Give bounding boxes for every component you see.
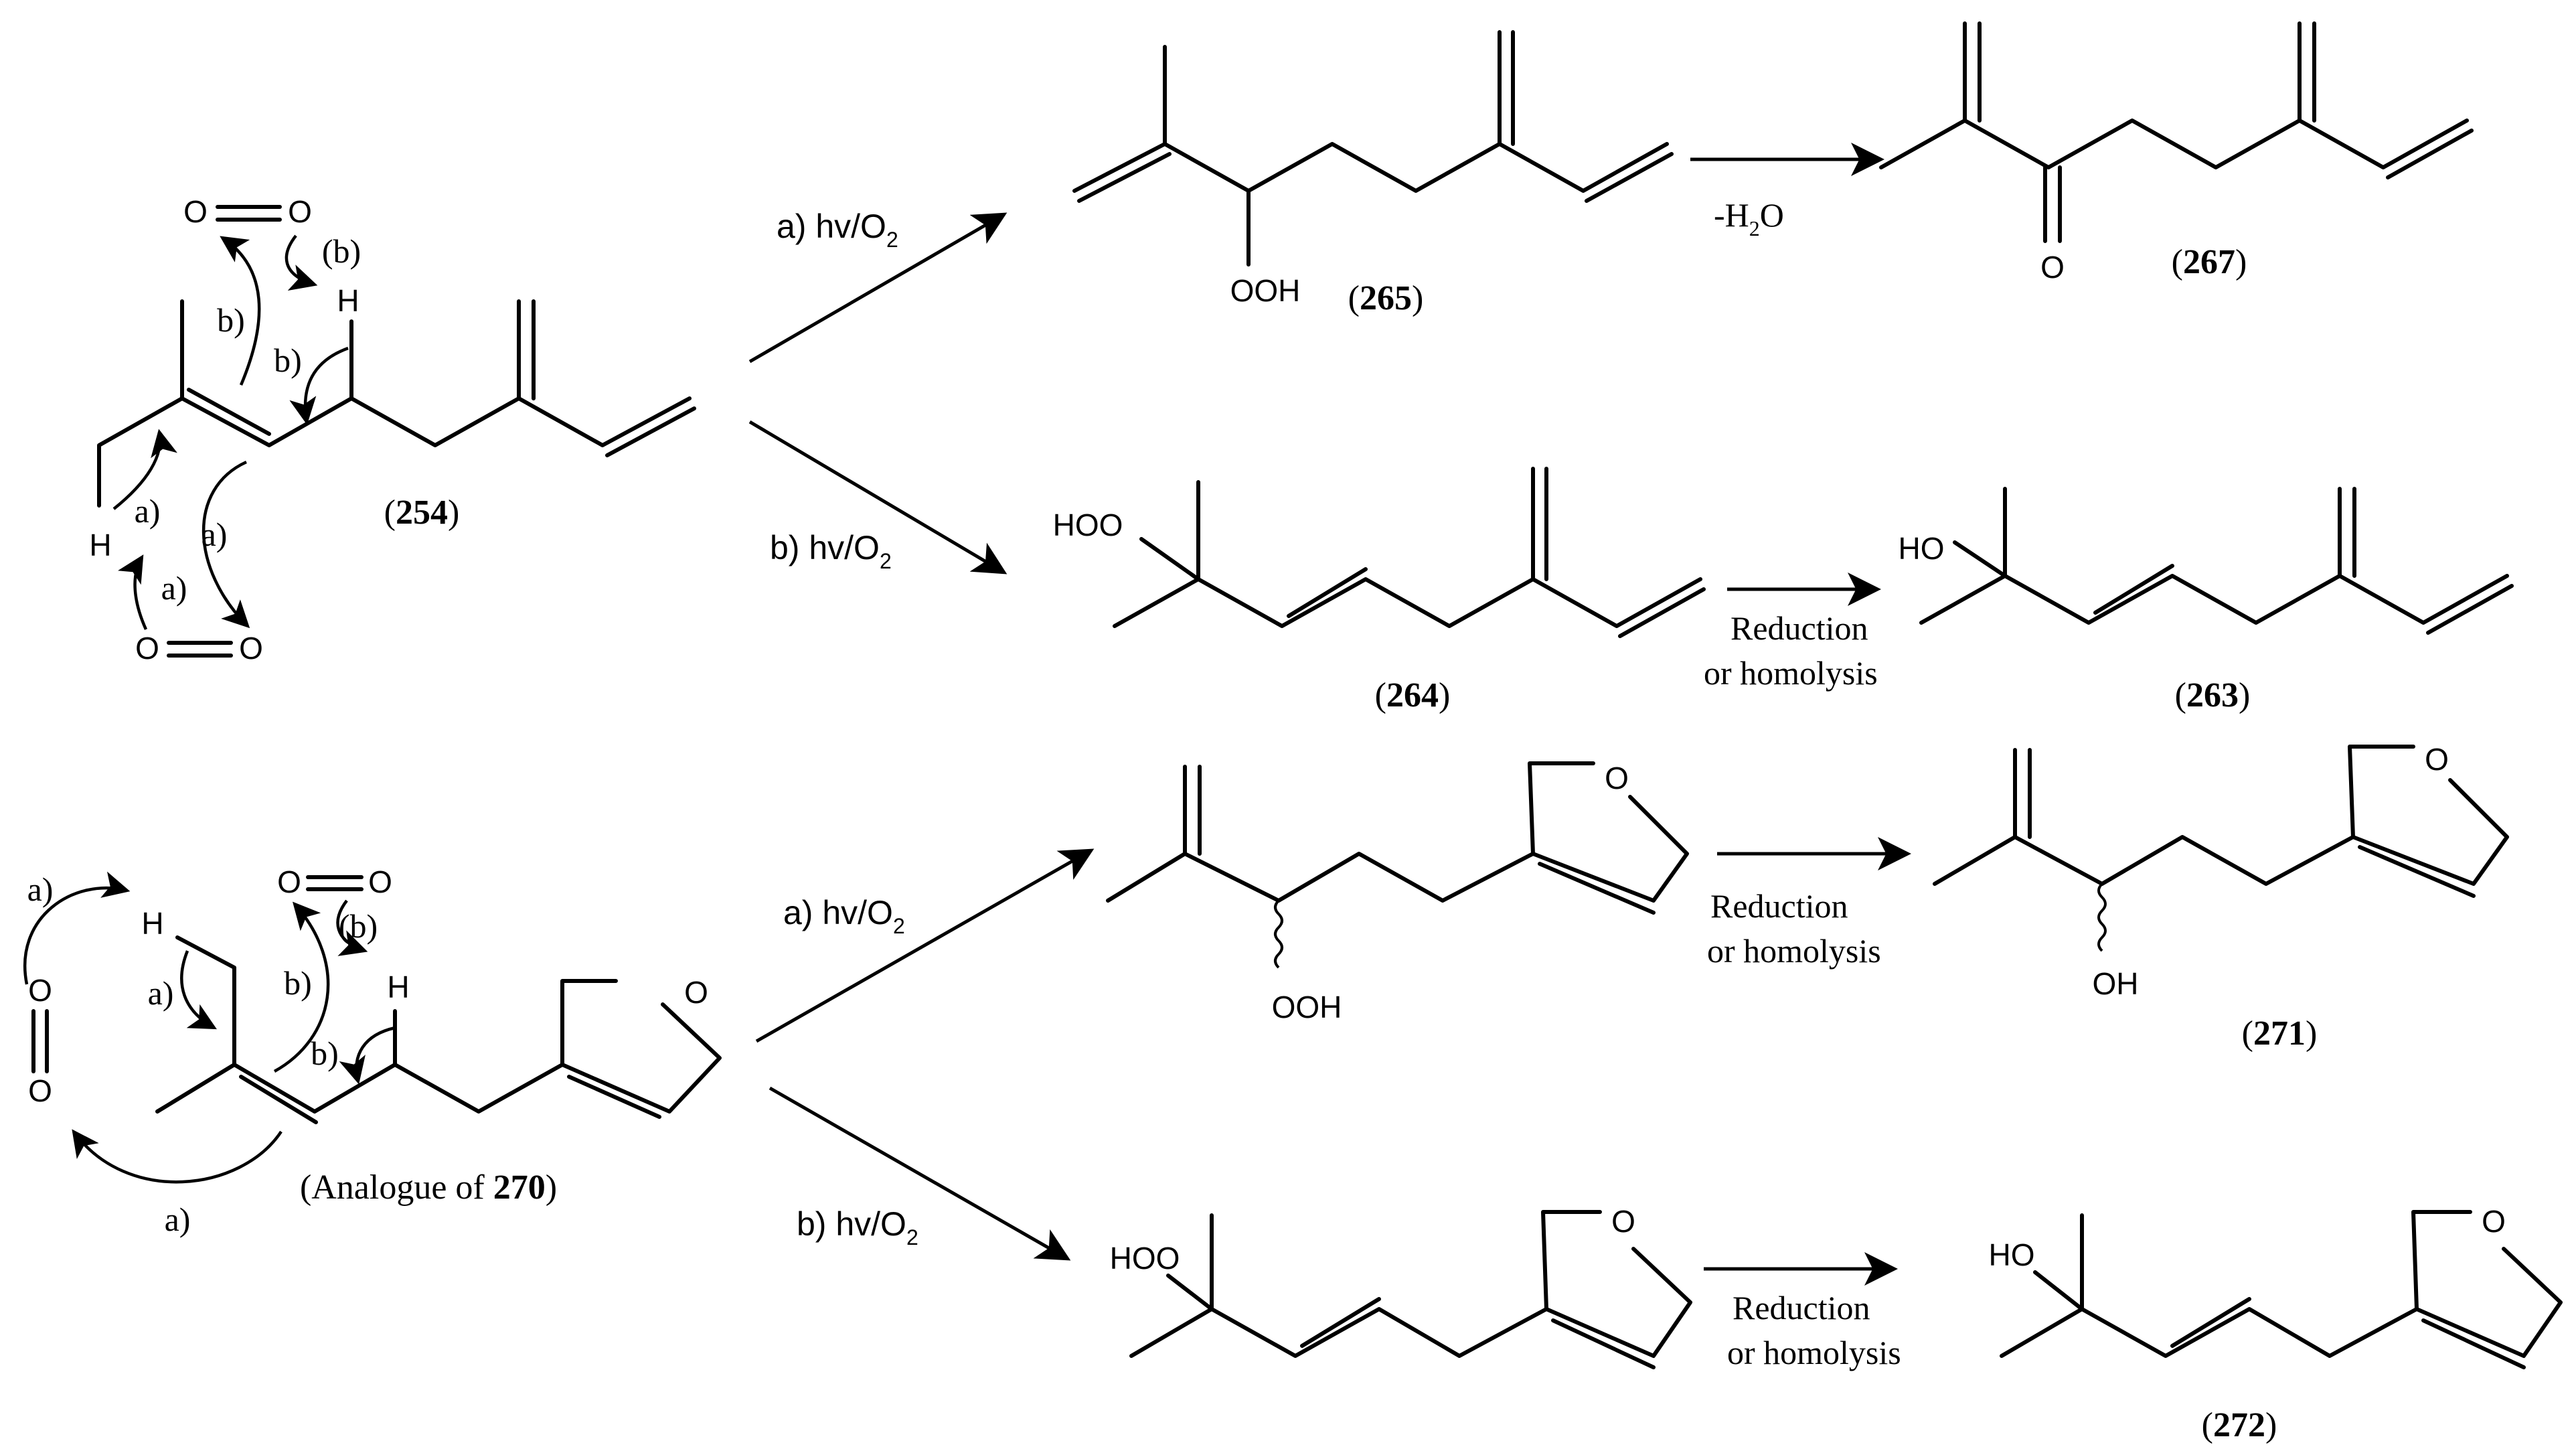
furan-o-271: O xyxy=(2425,742,2449,777)
structure-analogue-270: O H H O O O O a) a) b) (b) b) a) (Analog… xyxy=(23,864,722,1238)
skeleton-272 xyxy=(2000,1210,2563,1369)
compound-label-272: (272) xyxy=(2202,1406,2277,1444)
hydrogen-top-254: H xyxy=(337,283,359,318)
arrow-254-to-264 xyxy=(748,420,1008,575)
svg-text:(b): (b) xyxy=(322,232,361,270)
condition-homolysis-3: or homolysis xyxy=(1727,1334,1901,1371)
structure-hydroperoxide-a: OOH O xyxy=(1106,761,1689,1024)
svg-text:a): a) xyxy=(202,516,228,553)
arrow-270-to-hydroperoxide-b xyxy=(769,1086,1071,1261)
furan-o-hydroperoxide-a: O xyxy=(1605,761,1629,795)
curly-arrow-a1 xyxy=(112,429,177,510)
dioxygen-top-analogue-270: O O xyxy=(277,864,392,899)
condition-b-top: b) hv/O2 xyxy=(770,529,892,573)
arrow-254-to-265 xyxy=(748,212,1008,364)
svg-text:a): a) xyxy=(27,870,54,908)
compound-label-263: (263) xyxy=(2175,676,2251,714)
svg-text:b): b) xyxy=(274,341,302,379)
condition-reduction-2: Reduction xyxy=(1710,887,1848,925)
structure-263: HO (263) xyxy=(1899,487,2514,714)
compound-label-254: (254) xyxy=(384,493,460,532)
svg-text:a): a) xyxy=(165,1201,191,1238)
svg-text:O: O xyxy=(28,973,52,1008)
curly-arrow-a-bottom xyxy=(72,1129,283,1184)
curly-arrow-a3 xyxy=(118,554,148,630)
compound-label-267: (267) xyxy=(2172,243,2247,281)
svg-text:O: O xyxy=(368,864,392,899)
structure-267: O (267) xyxy=(1879,21,2474,285)
oh-271: OH xyxy=(2093,966,2139,1001)
hoo-264: HOO xyxy=(1053,508,1123,542)
condition-homolysis-1: or homolysis xyxy=(1704,654,1878,692)
condition-minus-h2o: -H2O xyxy=(1714,196,1784,240)
curly-arrow-a-h xyxy=(180,950,217,1030)
structure-265: OOH (265) xyxy=(1072,30,1674,317)
compound-label-264: (264) xyxy=(1375,676,1451,714)
skeleton-254 xyxy=(97,299,696,508)
skeleton-hydroperoxide-a xyxy=(1106,761,1689,915)
hydrogen-top-analogue-270: H xyxy=(387,970,409,1004)
dioxygen-left-analogue-270: O O xyxy=(28,973,52,1108)
condition-a-bottom: a) hv/O2 xyxy=(783,894,905,938)
structure-hydroperoxide-b: HOO O xyxy=(1110,1204,1692,1369)
ooh-hydroperoxide-a: OOH xyxy=(1272,990,1342,1024)
furan-o-analogue-270: O xyxy=(684,975,708,1010)
curly-arrow-b1 xyxy=(220,236,261,386)
svg-text:a): a) xyxy=(148,974,174,1012)
condition-reduction-1: Reduction xyxy=(1730,609,1868,647)
svg-text:O: O xyxy=(135,631,159,666)
structure-264: HOO (264) xyxy=(1053,467,1706,714)
wavy-bond-a xyxy=(1274,899,1283,969)
arrow-270-to-hydroperoxide-a xyxy=(755,848,1095,1043)
curly-arrow-b2 xyxy=(285,234,318,291)
condition-a-top: a) hv/O2 xyxy=(777,208,898,252)
wavy-bond-271 xyxy=(2097,883,2107,952)
svg-text:a): a) xyxy=(161,569,187,607)
hydrogen-left-analogue-270: H xyxy=(141,906,163,941)
svg-text:b): b) xyxy=(311,1035,339,1072)
skeleton-analogue-270 xyxy=(155,935,722,1124)
skeleton-264 xyxy=(1113,467,1706,638)
curly-arrow-b3 xyxy=(289,346,349,425)
svg-text:O: O xyxy=(28,1073,52,1108)
hydrogen-left-254: H xyxy=(89,528,111,562)
svg-text:b): b) xyxy=(284,964,312,1002)
hoo-hydroperoxide-b: HOO xyxy=(1110,1241,1180,1276)
structure-271: OH O (271) xyxy=(1933,742,2509,1053)
ho-263: HO xyxy=(1899,531,1945,566)
svg-text:O: O xyxy=(288,194,312,229)
condition-b-bottom: b) hv/O2 xyxy=(797,1205,918,1249)
furan-o-hydroperoxide-b: O xyxy=(1611,1204,1635,1239)
skeleton-271 xyxy=(1933,745,2509,898)
svg-text:O: O xyxy=(183,194,208,229)
curly-arrow-b-small xyxy=(336,899,368,956)
structure-254: O O H H O O (b) b) b) a) a) a) (254) xyxy=(89,194,696,666)
structure-272: HO O (272) xyxy=(1989,1204,2563,1444)
svg-text:a): a) xyxy=(135,492,161,530)
ketone-o-267: O xyxy=(2040,250,2065,285)
svg-text:O: O xyxy=(277,864,301,899)
condition-reduction-3: Reduction xyxy=(1733,1289,1870,1326)
skeleton-hydroperoxide-b xyxy=(1129,1210,1692,1369)
curly-arrow-b-h xyxy=(339,1026,396,1085)
curly-arrow-a2 xyxy=(202,460,250,629)
skeleton-265 xyxy=(1072,30,1674,266)
condition-homolysis-2: or homolysis xyxy=(1707,932,1881,970)
ooh-265: OOH xyxy=(1230,273,1301,308)
furan-o-272: O xyxy=(2482,1204,2506,1239)
label-analogue-270: (Analogue of 270) xyxy=(300,1168,557,1207)
compound-label-271: (271) xyxy=(2242,1014,2318,1053)
svg-text:b): b) xyxy=(217,301,245,339)
compound-label-265: (265) xyxy=(1348,279,1424,317)
skeleton-263 xyxy=(1919,487,2514,635)
dioxygen-bottom-254: O O xyxy=(135,631,263,666)
curly-arrow-a-top xyxy=(23,871,131,985)
ho-272: HO xyxy=(1989,1237,2035,1272)
svg-text:O: O xyxy=(239,631,263,666)
skeleton-267 xyxy=(1879,21,2474,243)
curly-arrow-b-large xyxy=(273,901,330,1073)
dioxygen-top-254: O O xyxy=(183,194,312,229)
svg-text:(b): (b) xyxy=(339,907,378,945)
